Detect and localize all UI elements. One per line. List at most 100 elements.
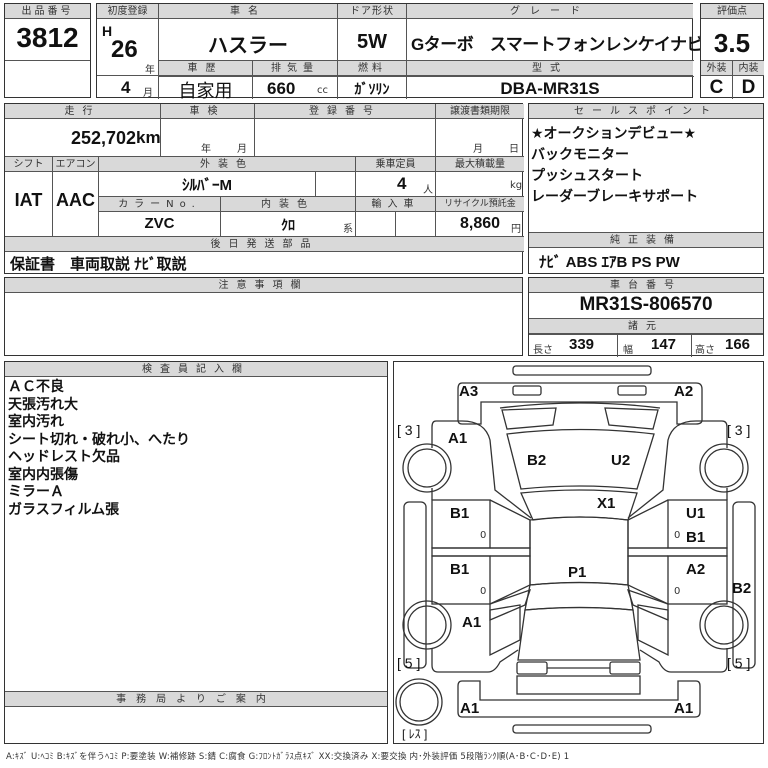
- inspector-item: 室内汚れ: [8, 414, 64, 430]
- width-label: 幅: [623, 345, 633, 356]
- interior-color-unit: 系: [343, 224, 353, 235]
- damage-label-right-front-door-top: U1: [686, 505, 706, 522]
- first-registration-year-unit: 年: [145, 65, 155, 76]
- damage-label-right-rocker: B2: [732, 580, 752, 597]
- damage-label-left-rear-door: B1: [450, 561, 470, 578]
- damage-label-front-left-corner: A3: [459, 383, 479, 400]
- exterior-score-label: 外装: [701, 61, 732, 76]
- shift-value: IAT: [14, 190, 43, 210]
- exterior-score-value: C: [709, 77, 724, 98]
- score-label: 評価点: [701, 4, 763, 19]
- damage-label-left-front-door: B1: [450, 505, 470, 522]
- damage-label-left-front-fender: A1: [448, 430, 468, 447]
- genuine-equipment-label: 純正装備: [529, 233, 763, 248]
- displacement-label: 排気量: [253, 61, 337, 76]
- door-mark-rr: 0: [674, 586, 681, 597]
- sales-points-list: ★オークションデビュー★ バックモニター プッシュスタート レーダーブレーキサポ…: [531, 124, 698, 208]
- inspector-label: 検査員記入欄: [5, 362, 387, 377]
- aircon-value: AAC: [56, 190, 95, 210]
- first-registration-month: 4: [121, 78, 131, 97]
- fuel-label: 燃料: [338, 61, 406, 76]
- color-no-value: ZVC: [144, 215, 175, 232]
- inspection-year-unit: 年: [201, 144, 211, 155]
- damage-label-hood-right: U2: [611, 452, 631, 469]
- inspector-list: ＡＣ不良 天張汚れ大 室内汚れ シート切れ・破れ小、へたり ヘッドレスト欠品 室…: [8, 379, 190, 519]
- fuel-value: ｶﾞｿﾘﾝ: [354, 81, 390, 97]
- specs-label: 諸元: [529, 319, 763, 334]
- transfer-deadline-label: 譲渡書類期限: [436, 104, 524, 119]
- mileage-value: 252,702: [71, 128, 137, 148]
- displacement-value: 660: [267, 79, 296, 98]
- damage-label-rear-bumper-right: A1: [674, 700, 694, 717]
- color-no-label: カラーNo.: [99, 197, 220, 212]
- import-label: 輸入車: [356, 197, 435, 212]
- shift-label: シフト: [5, 157, 52, 172]
- interior-score-value: D: [741, 77, 756, 98]
- door-value: 5W: [357, 31, 387, 53]
- displacement-unit: cc: [317, 85, 328, 96]
- spare-tire-status: [ ﾚｽ ]: [402, 727, 428, 741]
- height-value: 166: [725, 336, 751, 353]
- damage-diagram-box: A3 A2 [ 3 ] [ 3 ] A1 B2 U2 X1 B1 0 U1 0 …: [393, 361, 764, 744]
- grade-value: Gターボ スマートフォンレンケイナビ: [411, 35, 704, 54]
- recycle-unit: 円: [511, 224, 521, 235]
- damage-label-right-rear-door: A2: [686, 561, 706, 578]
- exterior-color-label: 外装色: [99, 157, 355, 172]
- chassis-box: 車台番号 MR31S-806570 諸元 長さ 339 幅 147 高さ 166: [528, 277, 764, 357]
- first-registration-era: H: [102, 23, 113, 39]
- door-mark-rf: 0: [674, 530, 681, 541]
- inspector-item: ミラーＡ: [8, 484, 64, 500]
- door-label: ドア形状: [338, 4, 406, 19]
- length-value: 339: [569, 336, 595, 353]
- model-code-label: 型式: [407, 61, 693, 76]
- details-box: 走行 252,702 km 車検 年 月 登録番号 譲渡書類期限 月 日 シフト…: [4, 103, 524, 274]
- tire-tread-rear-right: [ 5 ]: [727, 655, 751, 671]
- sales-point-item: レーダーブレーキサポート: [531, 189, 699, 205]
- capacity-value: 4: [397, 174, 407, 193]
- model-code-value: DBA-MR31S: [500, 79, 600, 98]
- interior-color-value: ｸﾛ: [281, 217, 295, 233]
- history-value: 自家用: [178, 81, 233, 101]
- score-box: 評価点 3.5 外装 内装 C D: [700, 3, 764, 99]
- capacity-unit: 人: [423, 185, 433, 196]
- chassis-label: 車台番号: [529, 278, 763, 293]
- tire-tread-rear-left: [ 5 ]: [397, 655, 421, 671]
- chassis-value: MR31S-806570: [579, 294, 713, 315]
- interior-score-label: 内装: [733, 61, 764, 76]
- max-load-unit: kg: [510, 180, 523, 191]
- sales-points-box: セールスポイント ★オークションデビュー★ バックモニター プッシュスタート レ…: [528, 103, 764, 274]
- first-registration-month-unit: 月: [143, 88, 153, 99]
- recycle-value: 8,860: [460, 215, 501, 232]
- mileage-label: 走行: [5, 104, 160, 119]
- damage-label-left-rear-fender: A1: [462, 614, 482, 631]
- height-label: 高さ: [695, 345, 715, 356]
- lot-number-label: 出品番号: [5, 4, 90, 19]
- damage-label-windshield: X1: [597, 495, 616, 512]
- length-label: 長さ: [533, 345, 553, 356]
- inspector-item: ガラスフィルム張: [8, 501, 120, 518]
- later-parts-value: 保証書 車両取説 ﾅﾋﾞ取説: [10, 256, 187, 273]
- sales-point-item: ★オークションデビュー★: [531, 126, 697, 142]
- history-label: 車歴: [159, 61, 252, 76]
- sales-points-label: セールスポイント: [529, 104, 763, 119]
- recycle-label: リサイクル預託金: [436, 197, 524, 212]
- interior-color-label: 内装色: [221, 197, 355, 212]
- lot-number-value: 3812: [16, 22, 79, 53]
- exterior-color-value: ｼﾙﾊﾞｰM: [182, 177, 232, 194]
- damage-label-rear-bumper-left: A1: [460, 700, 480, 717]
- damage-label-right-front-door-bottom: B1: [686, 529, 706, 546]
- damage-label-roof: P1: [568, 564, 587, 581]
- sales-point-item: バックモニター: [531, 147, 629, 163]
- transfer-deadline-month-unit: 月: [473, 144, 483, 155]
- genuine-equipment-value: ﾅﾋﾞ ABS ｴｱB PS PW: [539, 254, 680, 271]
- tire-tread-front-right: [ 3 ]: [727, 422, 751, 438]
- first-registration-year: 26: [111, 36, 138, 63]
- vehicle-info-box: 初度登録 H 26 年 4 月 車名 ハスラー ドア形状 5W グレード Gター…: [96, 3, 704, 101]
- first-registration-label: 初度登録: [97, 4, 158, 19]
- car-name-label: 車名: [159, 4, 337, 19]
- inspector-item: 天張汚れ大: [8, 396, 78, 413]
- inspector-item: ヘッドレスト欠品: [8, 449, 120, 465]
- notes-label: 注意事項欄: [5, 278, 522, 293]
- door-mark-lf: 0: [480, 530, 487, 541]
- inspector-item: ＡＣ不良: [8, 379, 64, 395]
